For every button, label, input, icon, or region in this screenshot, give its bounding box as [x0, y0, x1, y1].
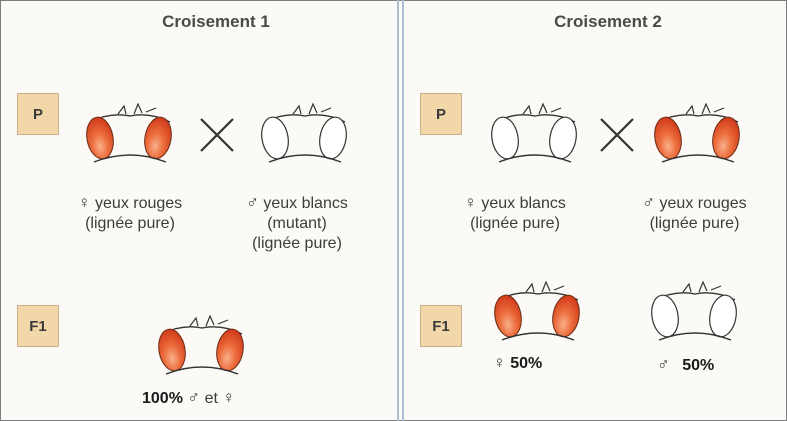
cross-symbol-icon — [200, 118, 234, 152]
cross2-male-label: ♂ yeux rouges (lignée pure) — [622, 193, 767, 234]
cross2-f1-label: F1 — [420, 305, 462, 347]
phenotype-text: yeux rouges — [95, 195, 183, 212]
female-symbol: ♀ — [77, 193, 91, 212]
male-symbol: ♂ — [187, 388, 201, 407]
cross2-female-label: ♀ yeux blancs (lignée pure) — [445, 193, 585, 234]
cross2-f1-female-result: ♀ 50% — [493, 353, 542, 373]
percent-value: 50% — [510, 355, 543, 372]
conjunction-text: et — [204, 390, 218, 407]
fly-head-white-eyes-icon — [491, 102, 577, 163]
lineage-text: (lignée pure) — [85, 215, 175, 232]
cross2-title: Croisement 2 — [554, 12, 662, 31]
fly-head-red-eyes-icon — [86, 102, 172, 163]
cross1-f1-label: F1 — [17, 305, 59, 347]
fly-head-white-eyes-icon — [651, 280, 737, 341]
fly-head-white-eyes-icon — [261, 102, 347, 163]
male-symbol: ♂ — [657, 355, 670, 374]
lineage-text: (lignée pure) — [649, 215, 740, 232]
cross-symbol-icon — [600, 118, 634, 152]
female-symbol: ♀ — [493, 353, 506, 372]
mutant-text: (mutant) — [267, 215, 327, 232]
percent-value: 50% — [682, 357, 715, 374]
phenotype-text: yeux blancs — [481, 195, 566, 212]
cross2-f1-male-result: ♂ 50% — [657, 355, 714, 375]
male-symbol: ♂ — [246, 193, 259, 212]
lineage-text: (lignée pure) — [470, 215, 560, 232]
cross1-f1-result: 100% ♂ et ♀ — [142, 388, 235, 408]
cross1-title: Croisement 1 — [162, 12, 270, 31]
cross1-p-label: P — [17, 93, 59, 135]
female-symbol: ♀ — [222, 388, 236, 407]
lineage-text: (lignée pure) — [252, 235, 342, 252]
male-symbol: ♂ — [642, 193, 656, 212]
cross1-female-label: ♀ yeux rouges (lignée pure) — [60, 193, 200, 234]
phenotype-text: yeux blancs — [263, 195, 348, 212]
cross2-p-label: P — [420, 93, 462, 135]
percent-value: 100% — [142, 390, 183, 407]
fly-head-red-eyes-icon — [494, 280, 580, 341]
female-symbol: ♀ — [464, 193, 477, 212]
panel-divider — [397, 0, 399, 421]
phenotype-text: yeux rouges — [659, 195, 747, 212]
fly-head-red-eyes-icon — [158, 314, 244, 375]
cross1-male-label: ♂ yeux blancs (mutant) (lignée pure) — [222, 193, 372, 254]
fly-head-red-eyes-icon — [654, 102, 740, 163]
panel-divider — [402, 0, 404, 421]
